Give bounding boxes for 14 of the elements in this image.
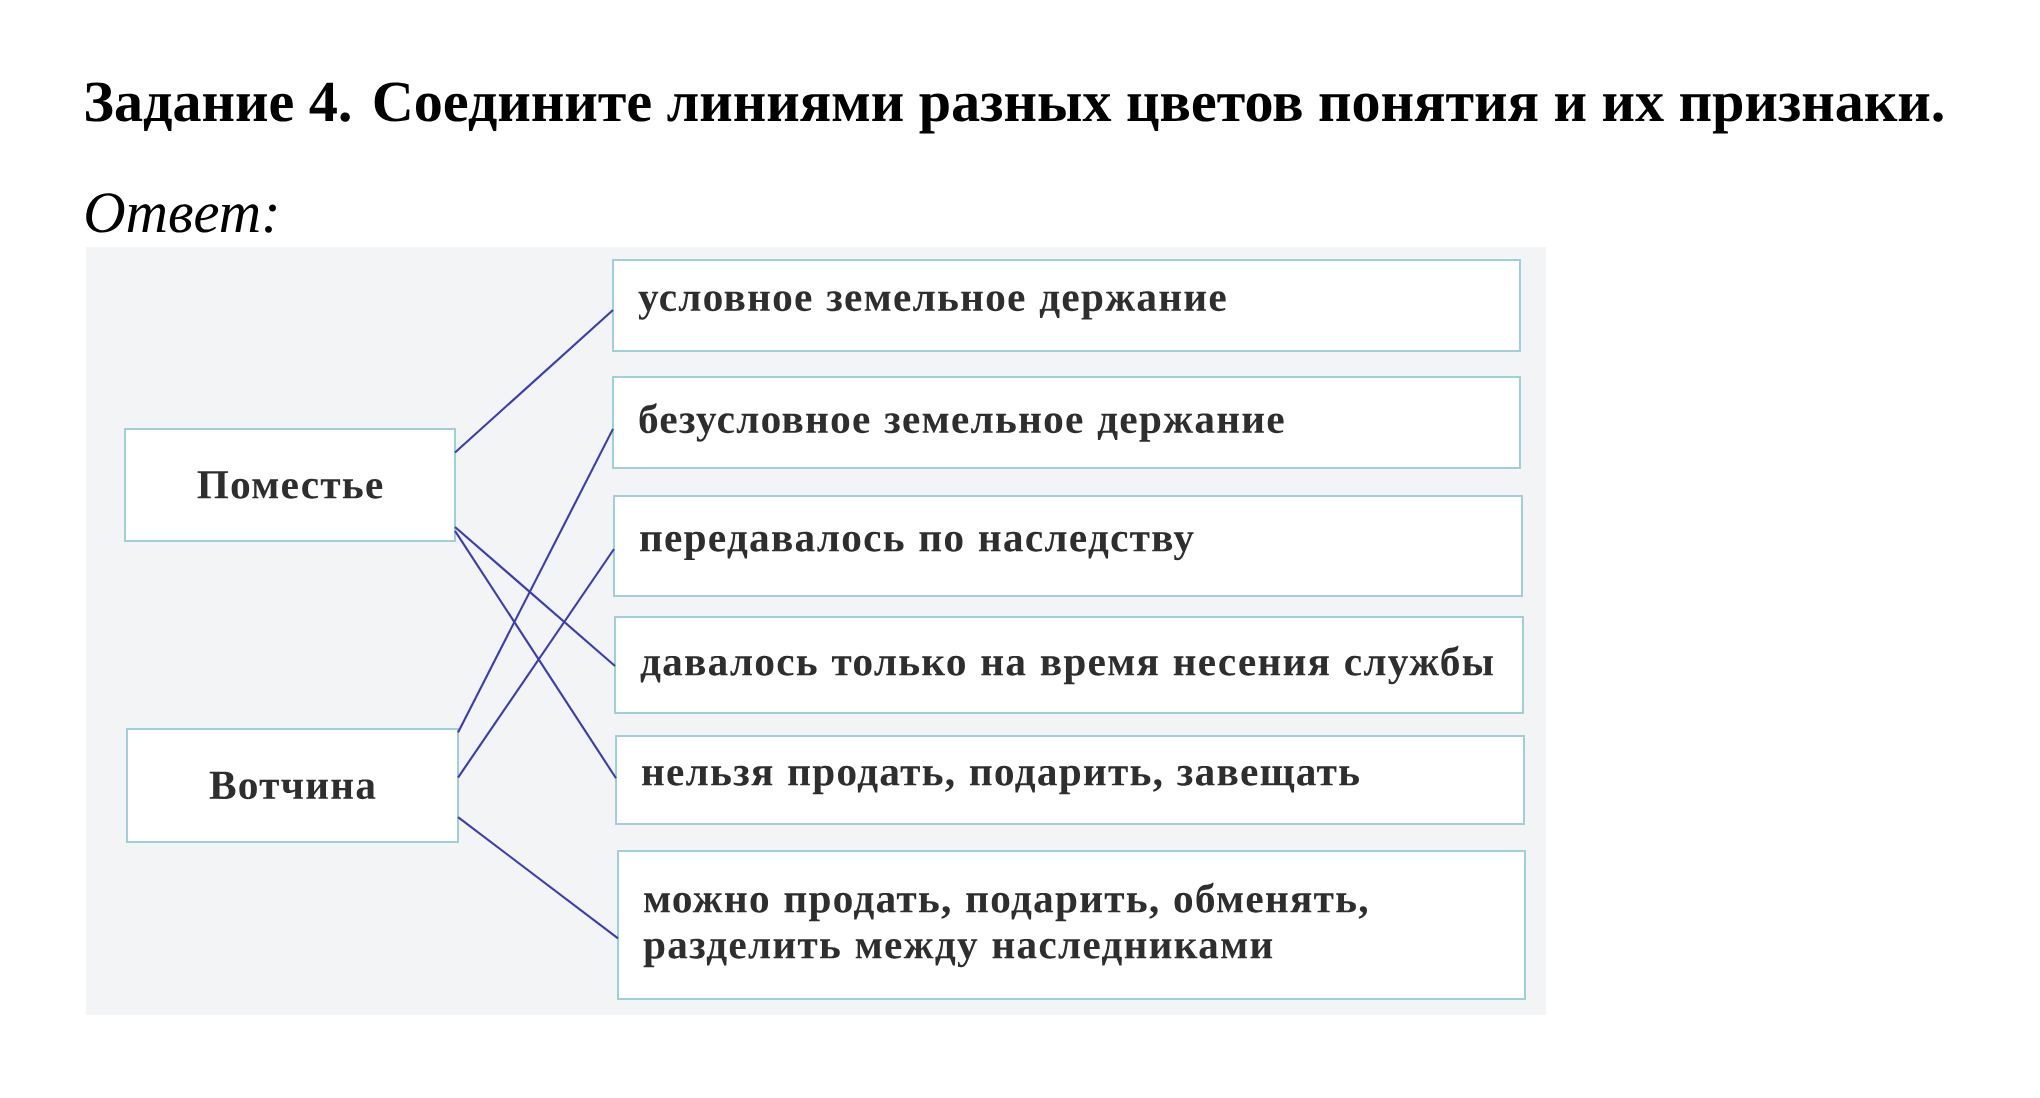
- feature-box: безусловное земельное держание: [612, 376, 1521, 469]
- feature-box: давалось только на время несения службы: [614, 616, 1524, 714]
- concept-box: Поместье: [124, 428, 456, 542]
- feature-box: передавалось по наследству: [613, 495, 1523, 597]
- concept-box: Вотчина: [126, 728, 459, 843]
- feature-box: условное земельное держание: [612, 259, 1521, 352]
- feature-box: можно продать, подарить, обменять, разделить между наследниками: [617, 850, 1526, 1000]
- connector-line: [457, 816, 619, 940]
- connector-line: [457, 428, 614, 733]
- connector-line: [454, 309, 614, 454]
- feature-box: нельзя продать, подарить, завещать: [615, 735, 1525, 825]
- title: Задание 4. Соедините линиями разных цветов понятия и их признаки.: [85, 82, 1943, 134]
- answer-label: Ответ:: [86, 193, 276, 233]
- connector-line: [454, 526, 616, 667]
